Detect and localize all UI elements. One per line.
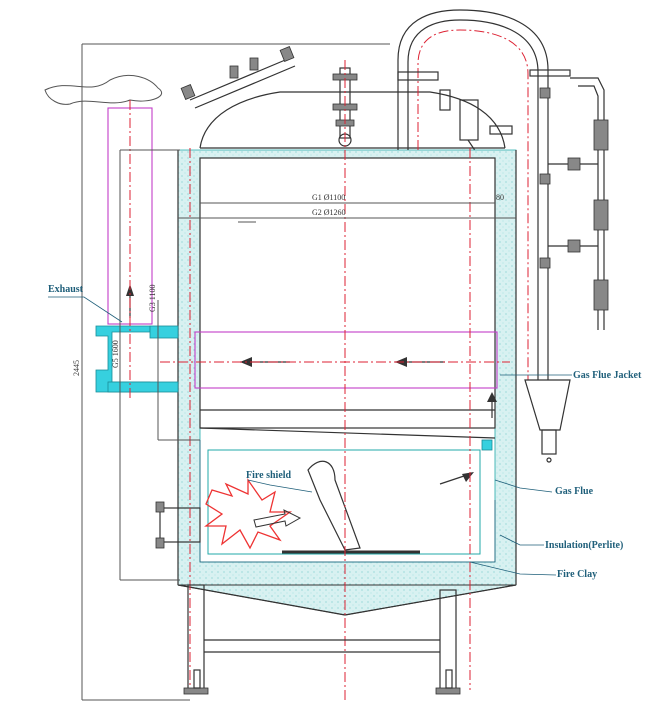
dim-g2: G2 Ø1260 [312,208,346,217]
smoke-cloud [44,75,162,105]
manway-hatch [180,46,296,109]
label-fire-clay: Fire Clay [557,569,597,580]
side-pipework [539,77,609,330]
bottom-cone [177,584,517,616]
dim-g3: G3 1100 [148,285,157,312]
tank-dome [199,91,506,149]
label-gas-flue: Gas Flue [555,486,594,497]
dim-overall-height: 2445 [72,360,81,376]
exhaust-chimney [95,107,179,393]
dim-offset: 80 [496,193,504,202]
burner-inlet [155,501,201,549]
support-legs [183,584,461,695]
fire-shield [307,460,361,551]
right-chimney [397,9,571,463]
fire-burst-icon [204,477,293,550]
label-gas-flue-jacket: Gas Flue Jacket [573,370,642,381]
dim-g1: G1 Ø1100 [312,193,345,202]
label-insulation: Insulation(Perlite) [545,540,623,551]
gas-flue-jacket [194,331,498,389]
dimension-lines [81,43,516,701]
label-exhaust: Exhaust [48,284,84,295]
label-fire-shield: Fire shield [246,470,292,481]
leader-lines [48,296,572,576]
dim-g5: G5 1600 [111,340,120,368]
flame-arrow-icon [253,509,302,528]
